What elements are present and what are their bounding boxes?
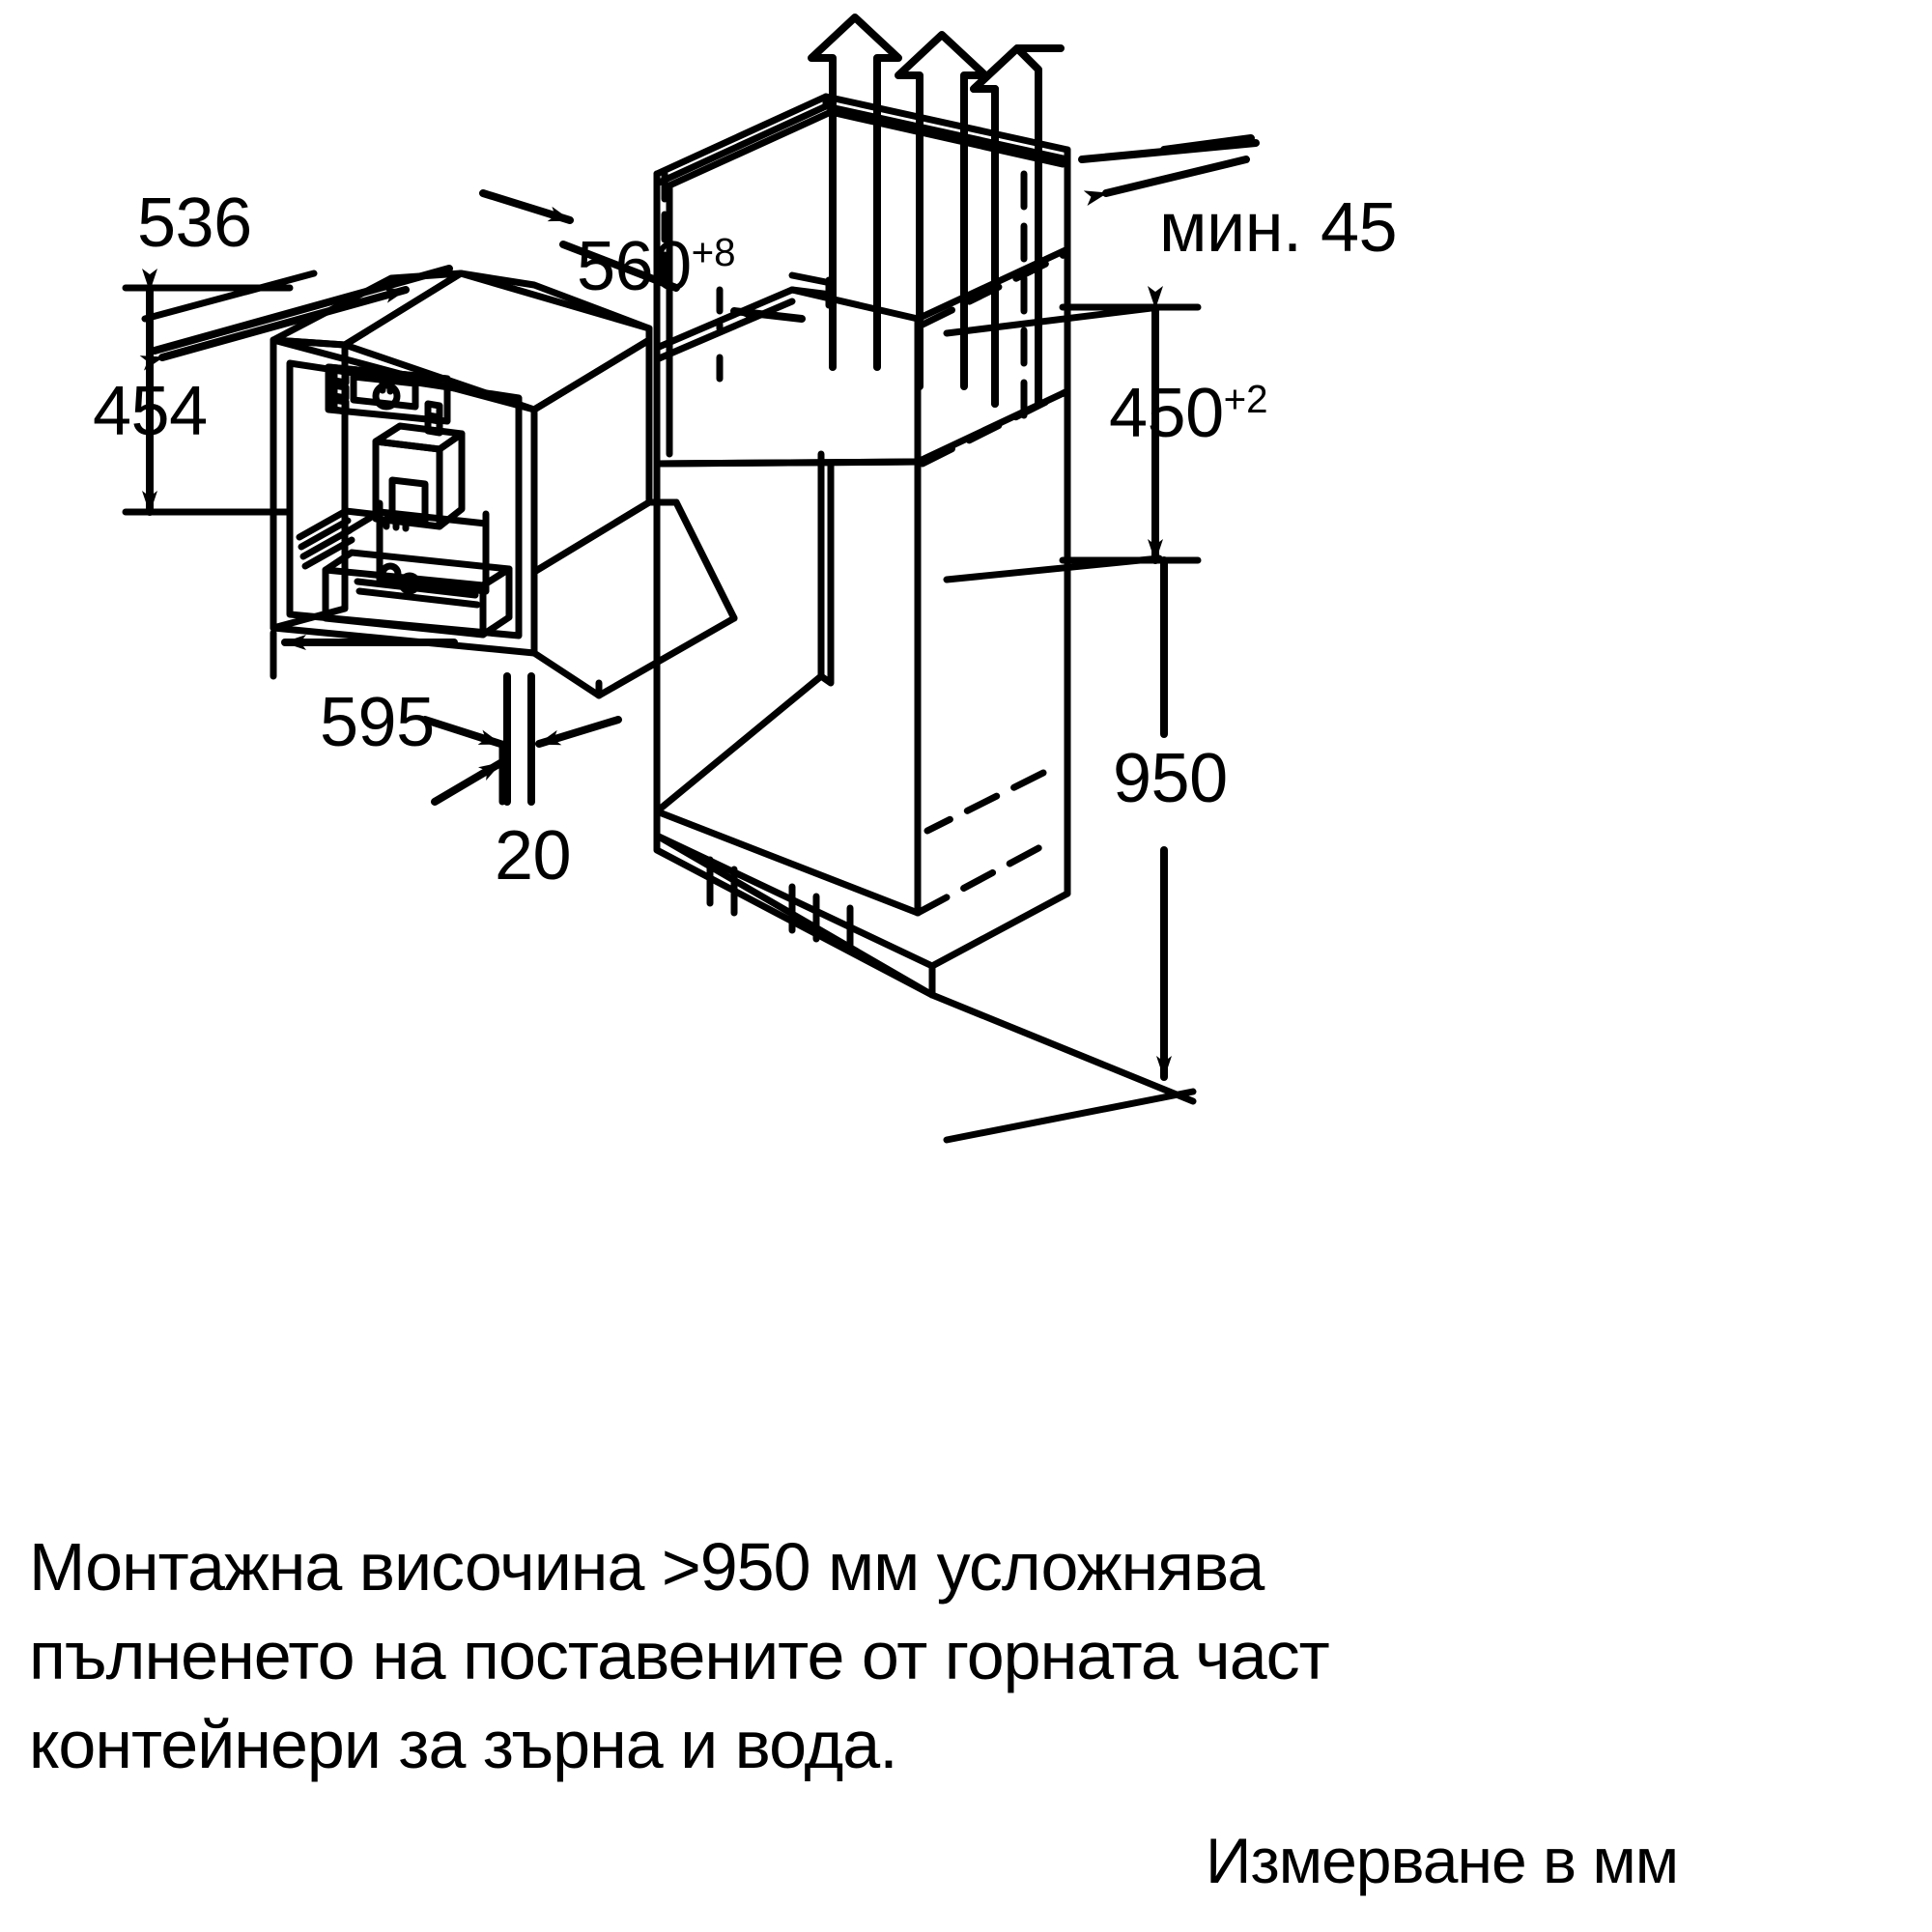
dim-536: [139, 265, 453, 371]
dim-450: [943, 286, 1202, 583]
dim-label-min-45: мин. 45: [1159, 189, 1398, 267]
caption-line-2: пълненето на поставените от горната част: [29, 1618, 1330, 1693]
dim-min45: [1078, 134, 1260, 206]
caption-line-3: контейнери за зърна и вода.: [29, 1707, 898, 1782]
dim-label-950: 950: [1113, 740, 1228, 817]
units-footnote: Измерване в мм: [1206, 1825, 1679, 1896]
dim-label-536: 536: [137, 185, 252, 262]
dim-20: [421, 672, 622, 806]
caption-line-1: Монтажна височина >950 мм усложнява: [29, 1529, 1264, 1605]
dim-595: [270, 629, 458, 680]
ventilation-arrows: [808, 14, 1065, 408]
dim-560: [479, 170, 833, 323]
dim-454: [122, 269, 294, 516]
dim-label-560: 560+8: [577, 228, 736, 305]
dim-label-454: 454: [93, 373, 208, 450]
dim-label-450: 450+2: [1109, 375, 1268, 452]
cabinet-niche-drawing: [653, 93, 1071, 999]
dim-label-20: 20: [495, 817, 572, 895]
dim-label-595: 595: [320, 684, 435, 761]
dim-950: [943, 556, 1197, 1144]
coffee-machine-drawing: [270, 270, 738, 699]
